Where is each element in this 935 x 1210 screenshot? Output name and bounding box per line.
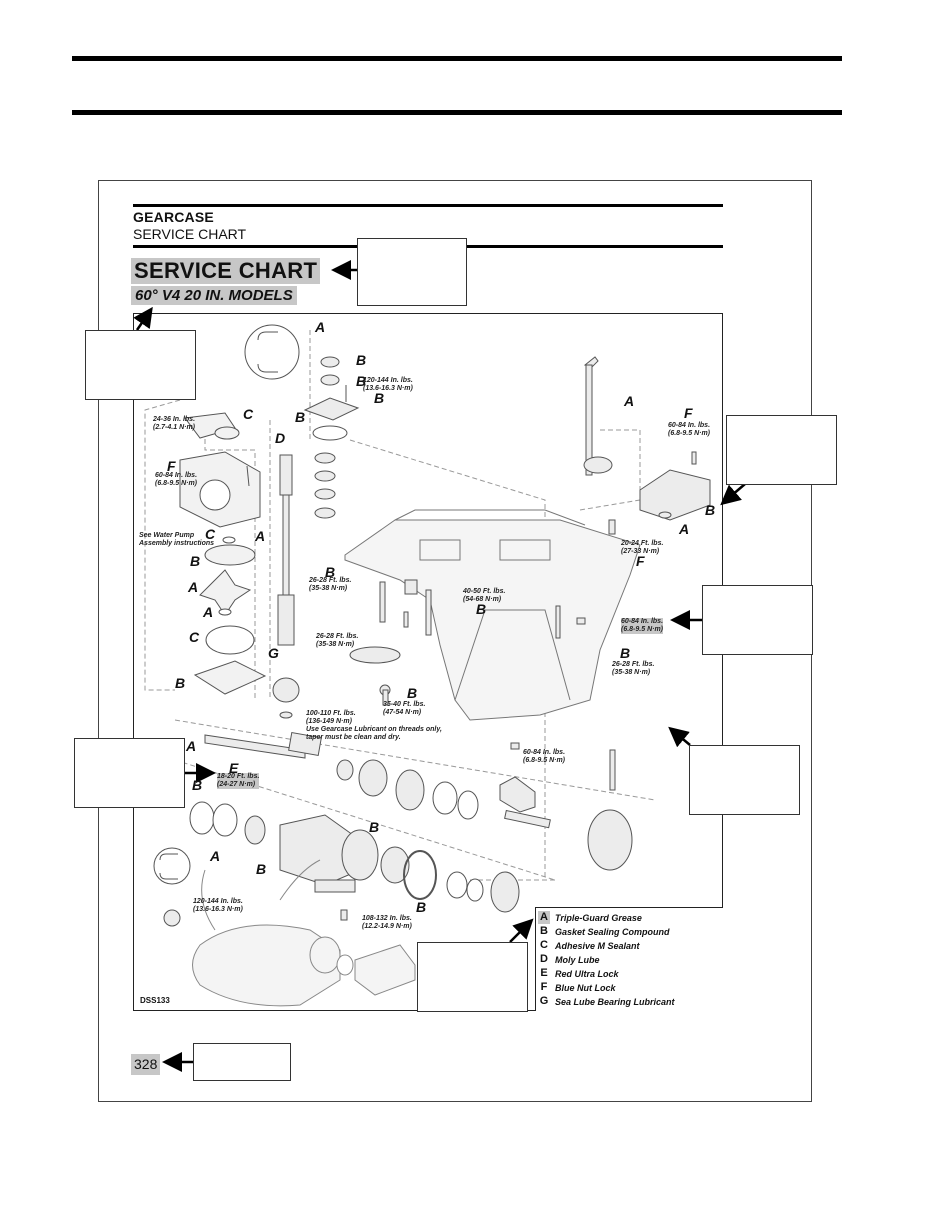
second-rule <box>72 110 842 115</box>
callout-box-torque-e <box>74 738 185 808</box>
lube-label: E <box>229 760 239 776</box>
legend-item: F Blue Nut Lock <box>538 981 722 995</box>
lube-label: A <box>255 528 266 544</box>
lube-label: B <box>256 861 267 877</box>
lube-label: B <box>620 645 631 661</box>
torque-spec: 26-28 Ft. lbs.(35-38 N·m) <box>612 661 655 676</box>
lube-label: F <box>636 553 645 569</box>
lube-label: A <box>210 848 221 864</box>
models-subtitle: 60° V4 20 IN. MODELS <box>131 286 297 305</box>
callout-box-diagram <box>689 745 800 815</box>
bolts <box>349 519 616 750</box>
legend-desc: Red Ultra Lock <box>555 969 619 979</box>
legend-key: D <box>540 953 548 965</box>
lube-label: B <box>476 601 487 617</box>
callout-box-torque <box>702 585 813 655</box>
callout-box-legend <box>417 942 528 1012</box>
legend-item: E Red Ultra Lock <box>538 967 722 981</box>
torque-spec: 20-24 Ft. lbs.(27-33 N·m) <box>621 540 664 555</box>
section-title: GEARCASE <box>133 209 214 225</box>
callout-arrows <box>133 260 746 1072</box>
legend-desc: Triple-Guard Grease <box>555 913 642 923</box>
lube-label: A <box>679 521 690 537</box>
subsection-title: SERVICE CHART <box>133 226 247 242</box>
legend-item: D Moly Lube <box>538 953 722 967</box>
legend-key: G <box>539 995 549 1007</box>
legend-desc: Moly Lube <box>555 955 600 965</box>
lubricant-note: Use Gearcase Lubricant on threads only,t… <box>306 726 442 741</box>
lube-label: F <box>167 458 176 474</box>
legend-key: F <box>540 981 548 993</box>
legend-key: B <box>540 925 548 937</box>
lube-label: A <box>188 579 199 595</box>
legend-desc: Blue Nut Lock <box>555 983 616 993</box>
water-pump-parts <box>179 412 267 695</box>
legend-desc: Gasket Sealing Compound <box>555 927 670 937</box>
lube-label: B <box>295 409 306 425</box>
lube-label: B <box>705 502 716 518</box>
torque-spec: 100-110 Ft. lbs.(136-149 N·m) <box>306 710 356 725</box>
callout-box-title <box>357 238 467 306</box>
lube-label: A <box>203 604 214 620</box>
torque-spec: 60-84 In. lbs.(6.8-9.5 N·m) <box>523 749 566 764</box>
lube-label: B <box>190 553 201 569</box>
torque-spec: 120-144 In. lbs.(13.6-16.3 N·m) <box>363 377 413 392</box>
lube-label: B <box>407 685 418 701</box>
lube-label: A <box>186 738 197 754</box>
legend-item: A Triple-Guard Grease <box>538 911 722 925</box>
shift-parts <box>583 356 711 521</box>
lube-label: D <box>275 430 286 446</box>
torque-spec-highlighted: 60-84 In. lbs.(6.8-9.5 N·m) <box>621 618 664 634</box>
lube-label: B <box>356 352 367 368</box>
legend-item: G Sea Lube Bearing Lubricant <box>538 995 722 1009</box>
lube-label: B <box>416 899 427 915</box>
lube-label: B <box>192 777 203 793</box>
lube-label: F <box>684 405 693 421</box>
lube-label: B <box>374 390 385 406</box>
legend-desc: Adhesive M Sealant <box>555 941 640 951</box>
legend-desc: Sea Lube Bearing Lubricant <box>555 997 675 1007</box>
torque-spec: 26-28 Ft. lbs.(35-38 N·m) <box>309 577 352 592</box>
lube-label: C <box>189 629 200 645</box>
lube-label: A <box>315 319 326 335</box>
propeller <box>192 859 416 1007</box>
lube-label: C <box>243 406 254 422</box>
legend-key: C <box>540 939 548 951</box>
lube-label: C <box>205 526 216 542</box>
page-title: SERVICE CHART <box>131 258 321 284</box>
callout-box-lubricant-b <box>726 415 837 485</box>
legend-key: A <box>538 911 550 924</box>
lube-label: B <box>356 373 367 389</box>
torque-spec: 60-84 In. lbs.(6.8-9.5 N·m) <box>155 472 198 487</box>
legend-item: C Adhesive M Sealant <box>538 939 722 953</box>
page-number: 328 <box>131 1054 161 1075</box>
torque-spec: 60-84 In. lbs.(6.8-9.5 N·m) <box>668 422 711 437</box>
torque-spec: 40-50 Ft. lbs.(54-68 N·m) <box>463 588 506 603</box>
header-rule-top <box>133 204 723 207</box>
torque-spec: 108-132 In. lbs.(12.2-14.9 N·m) <box>362 915 412 930</box>
seal-parts <box>244 324 360 519</box>
lubricant-legend: A Triple-Guard Grease B Gasket Sealing C… <box>535 907 723 1011</box>
callout-box-models <box>85 330 196 400</box>
prop-shaft-parts <box>153 731 633 927</box>
legend-item: B Gasket Sealing Compound <box>538 925 722 939</box>
torque-spec: 120-144 In. lbs.(13.6-16.3 N·m) <box>193 898 243 913</box>
torque-spec: 26-28 Ft. lbs.(35-38 N·m) <box>316 633 359 648</box>
legend-key: E <box>540 967 548 979</box>
lube-label: A <box>624 393 635 409</box>
lube-label: B <box>325 564 336 580</box>
lube-label: B <box>369 819 380 835</box>
torque-spec: 24-36 In. lbs.(2.7-4.1 N·m) <box>153 416 196 431</box>
top-rule <box>72 56 842 61</box>
drive-shaft <box>272 454 300 719</box>
callout-box-page-number <box>193 1043 291 1081</box>
torque-spec-highlighted: 18-20 Ft. lbs.(24-27 N·m) <box>217 773 260 789</box>
diagram-id: DSS133 <box>140 996 170 1005</box>
lube-label: B <box>175 675 186 691</box>
lube-label: G <box>268 645 279 661</box>
torque-spec: 35-40 Ft. lbs.(47-54 N·m) <box>383 701 426 716</box>
